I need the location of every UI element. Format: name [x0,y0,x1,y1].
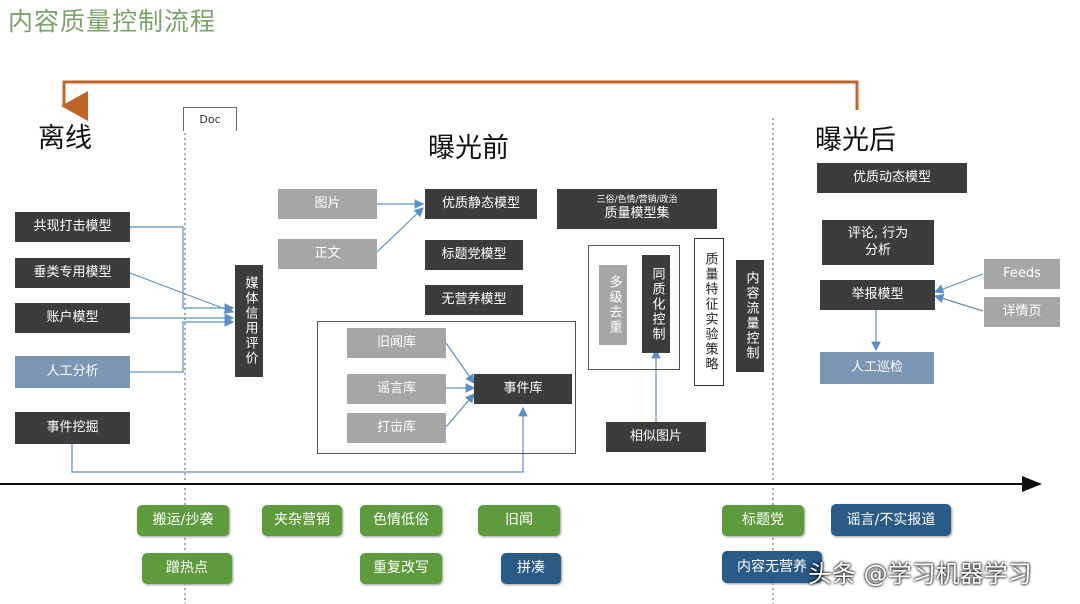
tag-embedded-marketing: 夹杂营销 [262,505,342,536]
doc-tab: Doc [183,107,237,131]
event-mining: 事件挖掘 [15,412,130,444]
tag-clickbait: 标题党 [722,505,804,536]
page-title: 内容质量控制流程 [8,7,217,36]
model-vertical: 垂类专用模型 [15,258,130,288]
stage-pre-exposure: 曝光前 [428,133,509,164]
source-detail-page: 详情页 [984,297,1060,327]
stage-post-exposure: 曝光后 [815,125,896,156]
model-cooccurrence: 共现打击模型 [15,212,130,242]
tag-repeated-rewrite: 重复改写 [360,553,442,584]
quality-set-categories: 三俗/色情/营销/政治 [596,194,678,205]
media-credit-eval: 媒体信用评价 [235,265,263,377]
homogenization-control: 同质化控制 [642,255,670,353]
input-text: 正文 [278,239,377,269]
input-images: 图片 [278,189,377,219]
tag-vulgar: 色情低俗 [360,505,442,536]
tag-no-nutrition: 内容无营养 [722,551,822,583]
tag-rumor-false-report: 谣言/不实报道 [831,504,951,536]
lib-event: 事件库 [474,374,572,404]
quality-model-set: 三俗/色情/营销/政治 质量模型集 [557,189,717,229]
lib-rumor: 谣言库 [347,374,446,404]
multi-level-dedup: 多级去重 [599,265,627,345]
content-flow-control: 内容流量控制 [736,260,764,372]
library-group [317,321,576,454]
quality-set-label: 质量模型集 [604,206,670,222]
tag-patchwork: 拼凑 [501,553,561,584]
lib-old-news: 旧闻库 [347,328,446,358]
model-report: 举报模型 [820,280,935,310]
model-no-nutrition: 无营养模型 [425,285,523,315]
similar-images: 相似图片 [606,422,706,452]
tag-plagiarism: 搬运/抄袭 [137,505,229,536]
comment-behavior-analysis: 评论, 行为分析 [822,220,934,265]
manual-analysis: 人工分析 [15,356,130,388]
model-account: 账户模型 [15,303,130,333]
tag-old-news: 旧闻 [478,505,560,536]
source-feeds: Feeds [984,259,1060,289]
model-dynamic-quality: 优质动态模型 [817,163,967,193]
dedup-group [588,245,680,370]
stage-offline: 离线 [38,123,92,154]
lib-crackdown: 打击库 [347,413,446,443]
quality-feature-strategy: 质量特征实验策略 [694,238,724,386]
tag-hot-topic-riding: 蹭热点 [142,553,232,584]
model-static-quality: 优质静态模型 [425,189,537,219]
watermark: 头条 @学习机器学习 [808,560,1032,588]
model-clickbait: 标题党模型 [425,240,523,270]
manual-patrol: 人工巡检 [820,352,934,384]
